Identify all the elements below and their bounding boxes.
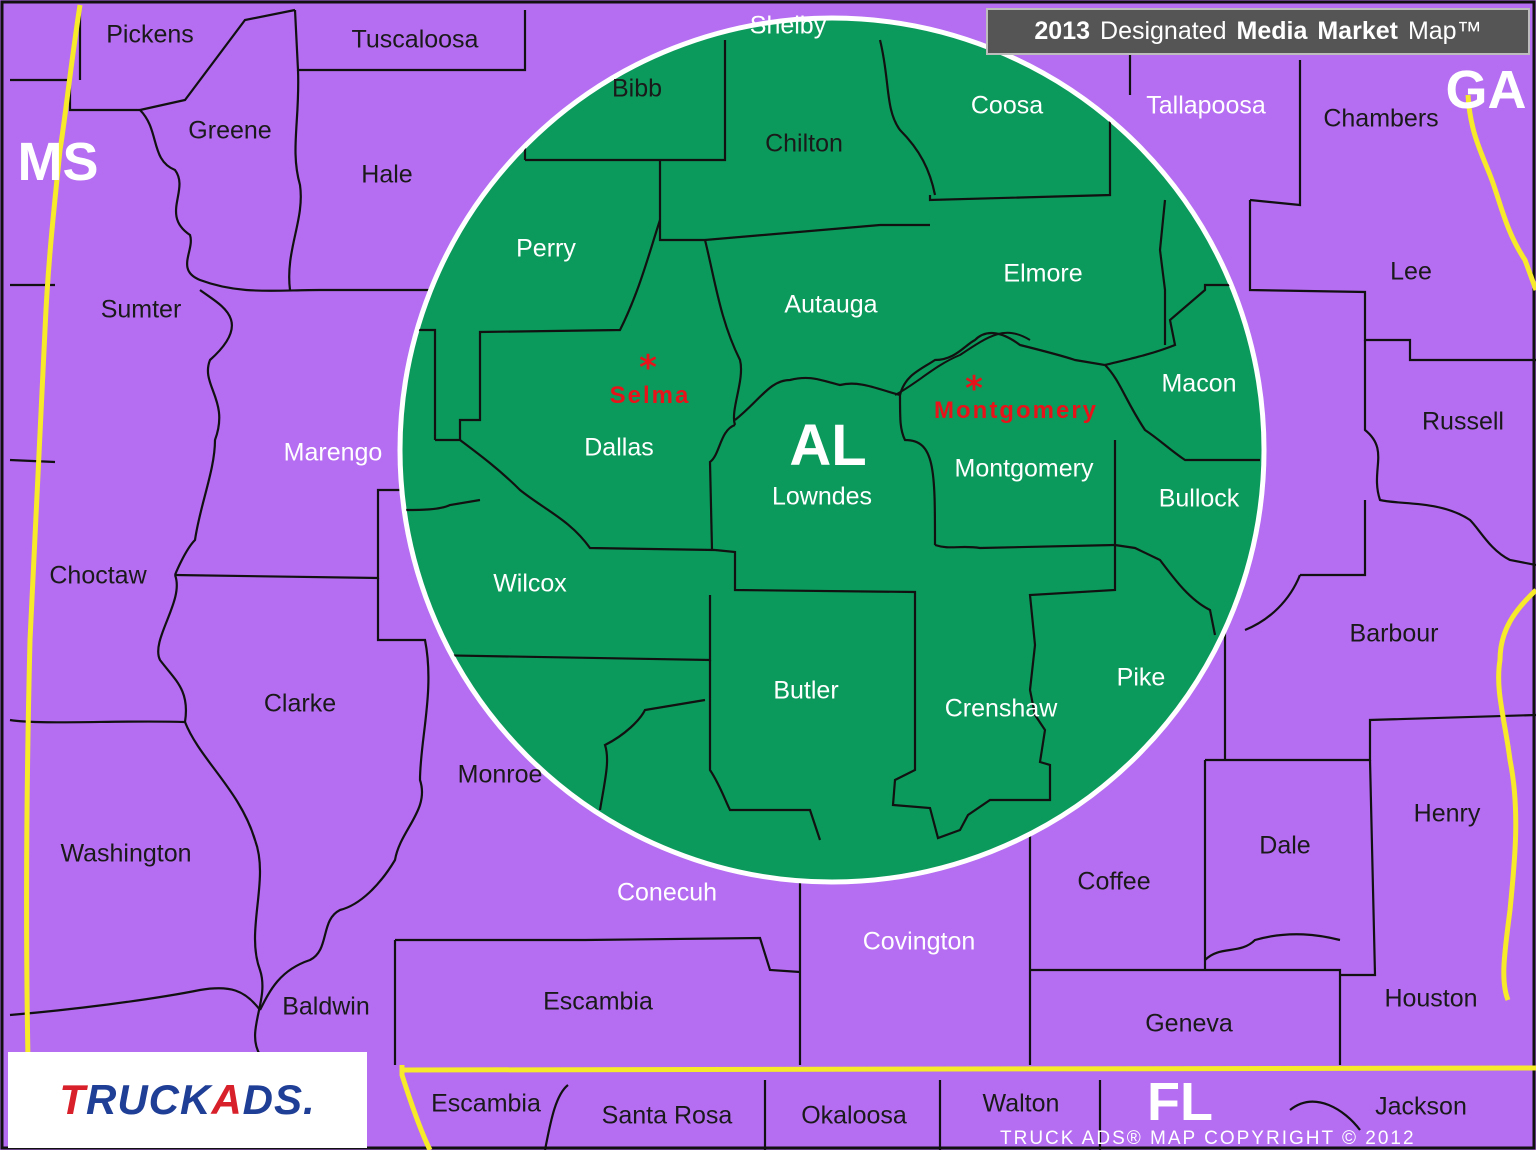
county-label: Barbour [1349,619,1439,648]
al-fl-state-line [401,1065,1536,1073]
county-label: Chilton [765,129,843,158]
county-label: Dallas [584,433,654,462]
county-label: Walton [982,1089,1060,1118]
county-label: Montgomery [954,454,1094,483]
logo-text-ds: DS. [242,1076,316,1123]
county-label: Marengo [283,438,383,467]
county-label: Okaloosa [801,1101,907,1130]
county-label: Conecuh [616,878,718,907]
county-label: Washington [60,839,192,868]
county-label: Houston [1384,984,1478,1013]
state-label-fl: FL [1147,1072,1213,1132]
state-label-ms: MS [17,132,99,192]
copyright-notice: TRUCK ADS® MAP COPYRIGHT © 2012 [1000,1128,1416,1149]
county-label: Greene [188,116,272,145]
map-title: 2013 Designated Media Market Map™ [986,8,1530,55]
county-label: Tallapoosa [1146,91,1266,120]
county-label: Bullock [1158,484,1240,513]
ga-state-line-lower [1496,588,1536,1001]
county-label: Macon [1161,369,1237,398]
county-label: Baldwin [282,992,370,1021]
county-label: Clarke [263,689,337,718]
montgomery-city-boundary [894,331,1031,396]
county-label: Chambers [1323,104,1439,133]
county-label: Covington [862,927,976,956]
title-word-market: Market [1317,17,1398,45]
coverage-circle [397,15,1267,885]
county-label: Monroe [457,760,543,789]
title-word-media: Media [1236,17,1308,45]
county-label: Tuscaloosa [351,25,479,54]
county-label: Autauga [784,290,878,319]
county-label: Escambia [431,1089,541,1118]
county-label: Perry [516,234,576,263]
coverage-county-lines [404,39,1260,841]
county-label: Shelby [749,11,827,40]
county-label: Pike [1116,663,1166,692]
county-label: Henry [1413,799,1481,828]
state-label-al: AL [789,413,867,478]
title-word-map: Map™ [1407,17,1482,45]
county-label: Sumter [100,295,182,324]
selma-star-icon: * [639,348,657,388]
county-label: Butler [773,676,839,705]
city-label-selma: Selma [609,382,691,409]
ms-state-line [24,4,83,1061]
truckads-logo: TRUCKADS. [8,1052,367,1148]
county-label: Lee [1390,257,1432,286]
county-label: Dale [1259,831,1311,860]
montgomery-star-icon: * [965,369,983,409]
title-word-designated: Designated [1100,17,1227,45]
county-label: Pickens [106,20,194,49]
county-label: Elmore [1003,259,1083,288]
county-label: Choctaw [49,561,147,590]
fl-state-line [399,1065,433,1150]
city-label-montgomery: Montgomery [934,397,1098,424]
ga-state-line [1465,94,1536,291]
county-label: Russell [1422,407,1504,436]
state-label-ga: GA [1445,60,1527,120]
logo-text-ruck: RUCK [85,1076,212,1123]
county-label: Bibb [611,74,663,103]
county-label: Jackson [1375,1092,1467,1121]
county-label: Coffee [1077,867,1151,896]
logo-letter-t: T [59,1076,86,1123]
county-label: Geneva [1145,1009,1233,1038]
county-label: Coosa [970,91,1044,120]
title-year: 2013 [1034,17,1091,45]
county-label: Hale [361,160,413,189]
county-label: Santa Rosa [601,1101,733,1130]
county-label: Lowndes [771,482,873,511]
county-label: Crenshaw [944,694,1058,723]
county-label: Escambia [543,987,653,1016]
county-lines [9,8,1536,1150]
logo-letter-a: A [211,1076,243,1123]
county-label: Wilcox [493,569,567,598]
